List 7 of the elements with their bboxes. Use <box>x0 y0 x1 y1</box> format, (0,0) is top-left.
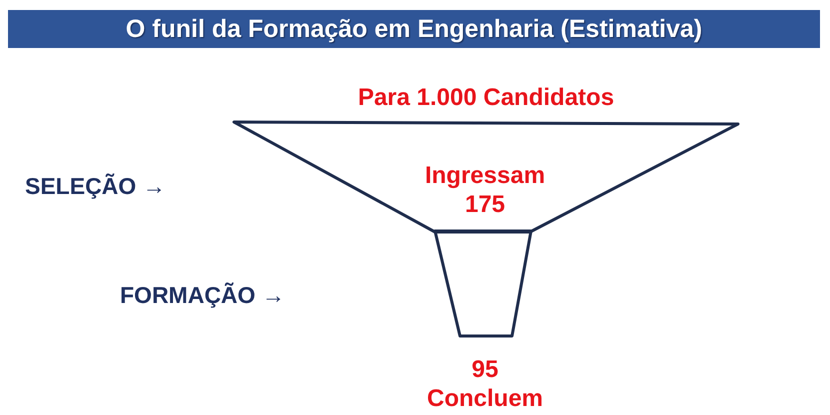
stage-label: SELEÇÃO → <box>25 173 166 200</box>
funnel-output-text: 95 Concluem <box>426 356 544 414</box>
stage-label: FORMAÇÃO → <box>120 282 285 309</box>
funnel-section <box>432 230 534 338</box>
title-banner: O funil da Formação em Engenharia (Estimativa) <box>8 10 820 48</box>
funnel-heading: Para 1.000 Candidatos <box>356 84 616 113</box>
funnel-text: Ingressam 175 <box>424 162 546 220</box>
